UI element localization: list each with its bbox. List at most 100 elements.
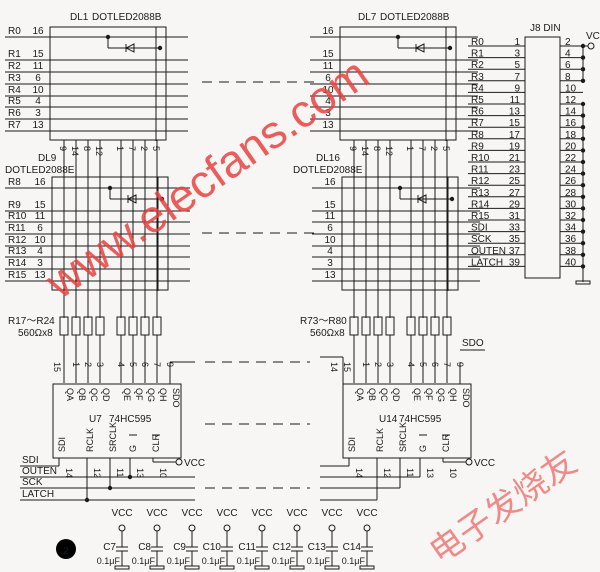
ic-pin-number: 15	[52, 362, 62, 372]
row-pin-number: 13	[324, 270, 336, 281]
ic-output-label: SDO	[171, 388, 181, 408]
connector-pin-number: 27	[509, 188, 521, 199]
resistor	[349, 316, 359, 336]
vcc-label: VCC	[216, 508, 237, 519]
column-pin-number: 9	[58, 146, 68, 151]
row-label: R10	[8, 211, 27, 222]
shift-register-74hc595	[52, 383, 182, 459]
ic-input-label: CLR	[441, 433, 451, 452]
terminal-circle	[587, 42, 595, 50]
ic-input-label: SRCLK	[108, 422, 118, 452]
vcc-label: VCC	[356, 508, 377, 519]
connector-signal-label: R1	[471, 49, 484, 60]
ground-symbol	[254, 565, 270, 570]
capacitor-value: 0.1μF	[202, 556, 226, 566]
ic-output-label: QC	[379, 388, 389, 402]
row-pin-number: 15	[324, 200, 336, 211]
bus-label: LATCH	[22, 489, 54, 500]
row-pin-number: 15	[34, 200, 46, 211]
connector-pin-number: 37	[509, 246, 521, 257]
row-label: R8	[8, 177, 21, 188]
connector-pin-number: 33	[509, 223, 521, 234]
capacitor-value: 0.1μF	[237, 556, 261, 566]
connector-signal-label: R0	[471, 37, 484, 48]
ic-output-label: QE	[412, 388, 422, 401]
row-pin-number: 6	[35, 73, 41, 84]
ic-pin-number: 12	[382, 468, 392, 478]
ic-pin-number: 14	[354, 468, 364, 478]
connector-signal-label: R2	[471, 60, 484, 71]
resistor	[418, 316, 428, 336]
connector-pin-number: 14	[565, 107, 577, 118]
row-label: R0	[8, 26, 21, 37]
diode-icon	[126, 194, 137, 204]
row-pin-number: 15	[32, 49, 44, 60]
ic-output-label: QG	[146, 388, 156, 402]
connector-pin-number: 31	[509, 211, 521, 222]
row-label: R12	[8, 235, 27, 246]
row-pin-number: 13	[32, 120, 44, 131]
ic-pin-number: 4	[116, 362, 126, 367]
vcc-label: VCC	[251, 508, 272, 519]
ic-output-label: QE	[122, 388, 132, 401]
vcc-label: VCC	[474, 458, 495, 469]
bus-label: OUTEN	[22, 466, 57, 477]
ic-output-label: QA	[355, 388, 365, 401]
connector-pin-number: 40	[565, 257, 577, 268]
ground-symbol	[575, 280, 591, 285]
row-pin-number: 11	[325, 211, 336, 222]
display-part: DOTLED2088E	[293, 165, 363, 176]
ic-output-label: QC	[89, 388, 99, 402]
ic-output-label: QB	[77, 388, 87, 401]
connector-pin-number: 38	[565, 246, 577, 257]
ic-input-label: SDI	[57, 437, 67, 452]
connector-pin-number: 26	[565, 176, 577, 187]
display-part: DOTLED2088B	[380, 12, 450, 23]
resistor	[83, 316, 93, 336]
connector-j8	[524, 36, 561, 279]
ic-pin-number: 3	[95, 362, 105, 367]
connector-pin-number: 8	[565, 72, 571, 83]
capacitor-value: 0.1μF	[307, 556, 331, 566]
row-label: R15	[8, 270, 27, 281]
ic-output-label: QF	[424, 388, 434, 401]
vcc-label: VCC	[586, 31, 600, 42]
connector-pin-number: 23	[509, 165, 521, 176]
connector-pin-number: 18	[565, 130, 577, 141]
column-pin-number: 2	[139, 146, 149, 151]
diode-icon	[416, 194, 427, 204]
connector-signal-label: R9	[471, 141, 484, 152]
ic-part: 74HC595	[399, 414, 442, 425]
row-pin-number: 3	[327, 258, 333, 269]
connector-pin-number: 20	[565, 141, 577, 152]
connector-pin-number: 6	[565, 60, 571, 71]
resistor	[430, 316, 440, 336]
junction-dot	[447, 45, 453, 51]
row-label: R9	[8, 200, 21, 211]
ic-pin-number: 15	[342, 362, 352, 372]
resistor	[128, 316, 138, 336]
row-pin-number: 16	[34, 177, 46, 188]
row-pin-number: 6	[327, 223, 333, 234]
resistor	[95, 316, 105, 336]
terminal-circle	[118, 524, 126, 532]
connector-pin-number: 11	[510, 95, 521, 106]
row-pin-number: 10	[34, 235, 46, 246]
ic-input-label: RCLK	[85, 428, 95, 452]
resistor	[373, 316, 383, 336]
connector-pin-number: 30	[565, 199, 577, 210]
ground-symbol	[219, 565, 235, 570]
resistor-value: 560Ωx8	[310, 328, 345, 339]
resistor	[71, 316, 81, 336]
row-pin-number: 11	[35, 211, 46, 222]
junction-dot	[84, 497, 90, 503]
column-pin-number: 7	[127, 146, 137, 151]
connector-signal-label: R11	[471, 165, 489, 176]
connector-pin-number: 12	[565, 95, 577, 106]
vcc-label: VCC	[286, 508, 307, 519]
ic-pin-number: 6	[430, 362, 440, 367]
connector-signal-label: R13	[471, 188, 490, 199]
connector-pin-number: 19	[509, 141, 521, 152]
connector-pin-number: 28	[565, 188, 577, 199]
column-pin-number: 8	[372, 146, 382, 151]
